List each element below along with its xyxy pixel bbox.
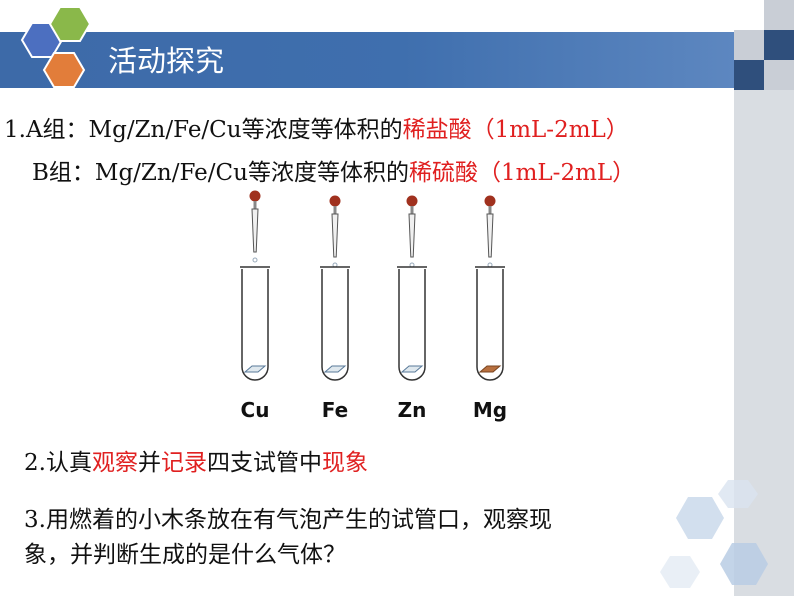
group-a-acid: 稀盐酸 — [402, 117, 472, 143]
dropper-cu — [249, 190, 261, 263]
label-cu: Cu — [240, 398, 270, 422]
step-3-line-2: 象，并判断生成的是什么气体？ — [24, 542, 346, 568]
step-2-line: 2.认真观察并记录四支试管中现象 — [24, 443, 368, 477]
label-zn: Zn — [397, 398, 427, 422]
group-a-volume: （1mL-2mL） — [471, 117, 629, 143]
label-mg: Mg — [472, 398, 508, 422]
page-title: 活动探究 — [108, 44, 225, 78]
dropper-mg — [484, 195, 496, 268]
step-2-c: 并 — [137, 450, 161, 476]
group-b-line: B组：Mg/Zn/Fe/Cu等浓度等体积的稀硫酸（1mL-2mL） — [32, 153, 635, 187]
title-bar — [0, 32, 734, 88]
dropper-fe — [329, 195, 341, 268]
group-a-prefix: 1.A组：Mg/Zn/Fe/Cu等浓度等体积的 — [4, 117, 403, 143]
test-tube-zn — [396, 266, 428, 381]
group-b-acid: 稀硫酸 — [408, 160, 478, 186]
step-2-record: 记录 — [160, 450, 207, 476]
hexagon-cluster-icon — [20, 6, 92, 88]
test-tube-cu — [239, 266, 271, 381]
group-b-volume: （1mL-2mL） — [477, 160, 636, 186]
decorative-hexagons-icon — [660, 480, 768, 588]
step-3-line-1: 3.用燃着的小木条放在有气泡产生的试管口，观察现 — [24, 507, 552, 533]
dropper-zn — [406, 195, 418, 268]
step-2-a: 2.认真 — [24, 450, 92, 476]
group-a-line: 1.A组：Mg/Zn/Fe/Cu等浓度等体积的稀盐酸（1mL-2mL） — [4, 110, 629, 144]
label-fe: Fe — [321, 398, 349, 422]
step-2-observe: 观察 — [91, 450, 138, 476]
step-2-phenomenon: 现象 — [321, 450, 368, 476]
test-tube-mg — [474, 266, 506, 381]
group-b-prefix: B组：Mg/Zn/Fe/Cu等浓度等体积的 — [32, 160, 409, 186]
test-tube-fe — [319, 266, 351, 381]
step-2-e: 四支试管中 — [206, 450, 322, 476]
test-tube-diagram — [239, 190, 506, 381]
strip-grid-decor — [734, 0, 794, 90]
